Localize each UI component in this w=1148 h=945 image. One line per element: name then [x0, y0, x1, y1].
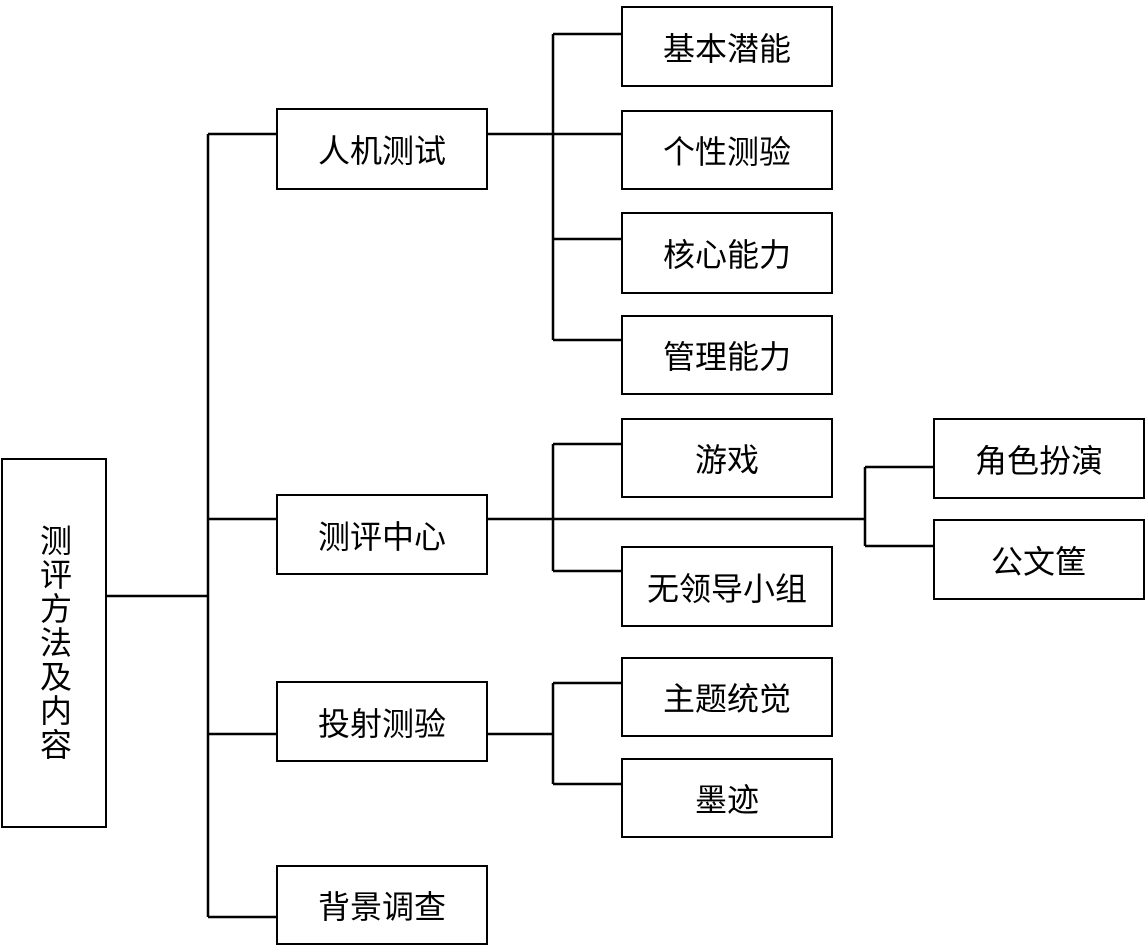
- node-gongwen: 公文筐: [933, 519, 1145, 600]
- node-pingce: 测评中心: [276, 494, 488, 575]
- node-jiben: 基本潜能: [621, 6, 833, 87]
- node-moji: 墨迹: [621, 758, 833, 838]
- node-hexin: 核心能力: [621, 212, 833, 294]
- root-node: 测评方法及内容: [1, 458, 107, 828]
- node-guanli: 管理能力: [621, 315, 833, 395]
- node-juese: 角色扮演: [933, 418, 1145, 499]
- node-zhuti: 主题统觉: [621, 657, 833, 737]
- node-renji: 人机测试: [276, 108, 488, 190]
- node-toushe: 投射测验: [276, 681, 488, 762]
- node-beijing: 背景调查: [276, 865, 488, 945]
- node-youxi: 游戏: [621, 418, 833, 498]
- node-gexing: 个性测验: [621, 110, 833, 190]
- node-wulingdao: 无领导小组: [621, 546, 833, 627]
